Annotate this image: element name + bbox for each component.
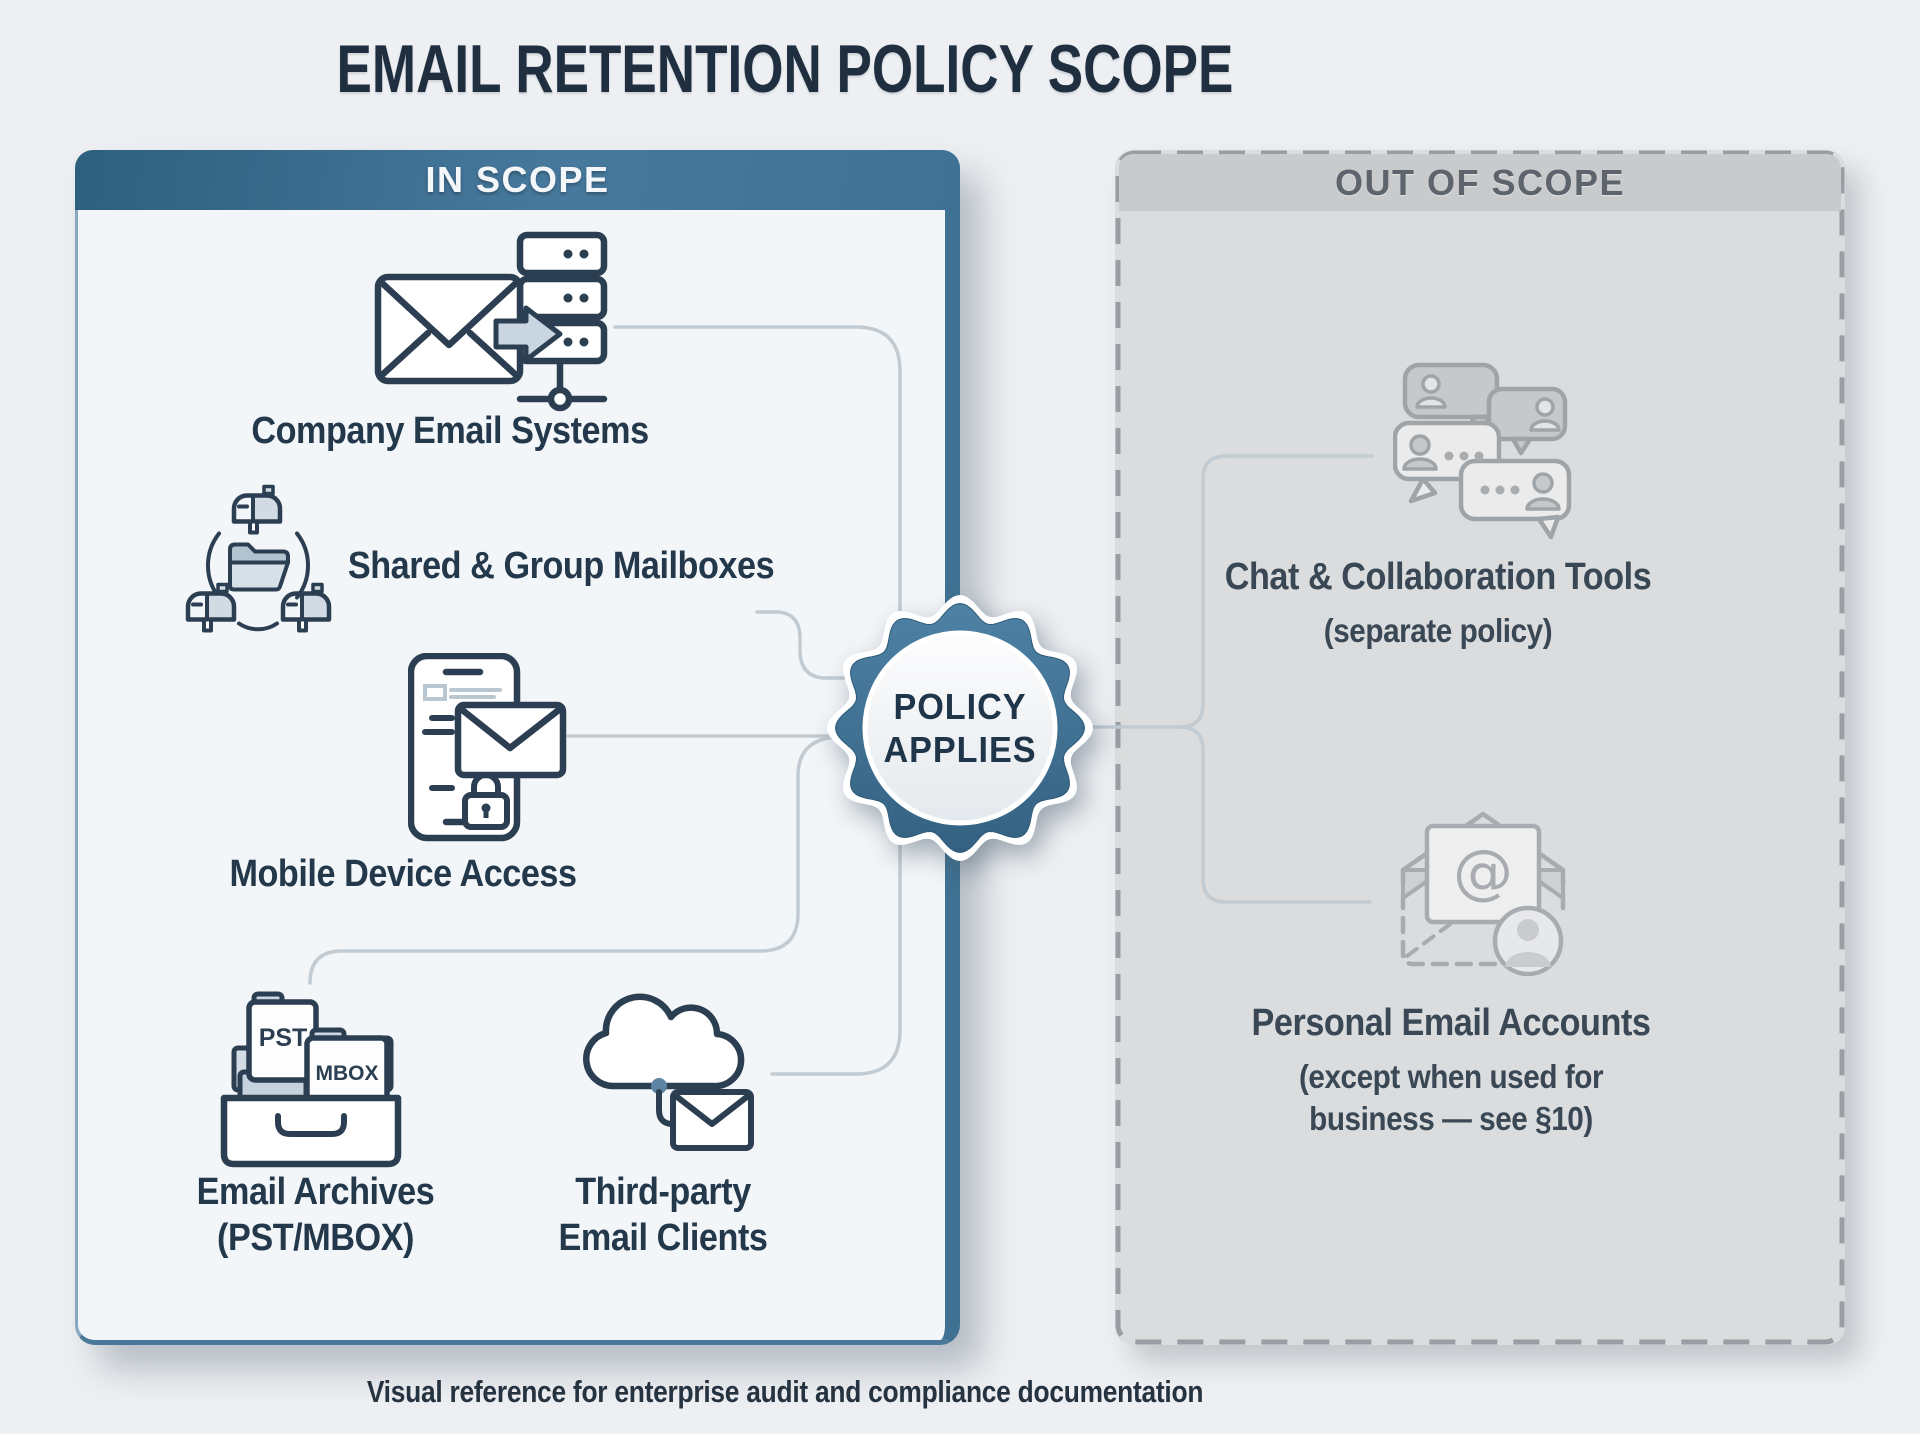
policy-applies-label: POLICY APPLIES [883,686,1037,770]
out-of-scope-header-label: OUT OF SCOPE [1334,161,1626,203]
footer-caption: Visual reference for enterprise audit an… [366,1374,1204,1409]
page-title: EMAIL RETENTION POLICY SCOPE [336,31,1234,107]
in-scope-header: IN SCOPE [75,150,960,210]
group-mailboxes-icon [183,481,333,641]
out-of-scope-header: OUT OF SCOPE [1119,154,1841,211]
chat-bubbles-icon [1393,356,1573,548]
personal-email-accounts-sublabel: (except when used for business — see §10… [1298,1058,1604,1137]
archive-box-icon: PST MBOX [216,986,406,1171]
mbox-file-label: MBOX [316,1062,379,1085]
mobile-email-lock-icon [408,653,568,843]
email-archives-label: Email Archives (PST/MBOX) [196,1171,435,1259]
shared-group-mailboxes-label: Shared & Group Mailboxes [347,545,775,587]
chat-collaboration-tools-sublabel: (separate policy) [1323,612,1553,649]
pst-file-label: PST [259,1024,308,1052]
in-scope-header-label: IN SCOPE [425,159,610,200]
mobile-device-access-label: Mobile Device Access [229,853,577,895]
chat-collaboration-tools-label: Chat & Collaboration Tools [1224,556,1652,598]
personal-email-accounts-label: Personal Email Accounts [1251,1002,1651,1044]
company-email-systems-label: Company Email Systems [251,410,649,452]
cloud-to-envelope-icon [561,968,761,1163]
third-party-email-clients-label: Third-party Email Clients [558,1171,768,1259]
open-envelope-person-icon: @ [1391,806,1576,991]
dashed-border [1115,150,1845,1345]
out-of-scope-panel: OUT OF SCOPE [1115,150,1845,1345]
envelope-to-server-icon [370,229,610,435]
at-symbol: @ [1453,837,1513,907]
